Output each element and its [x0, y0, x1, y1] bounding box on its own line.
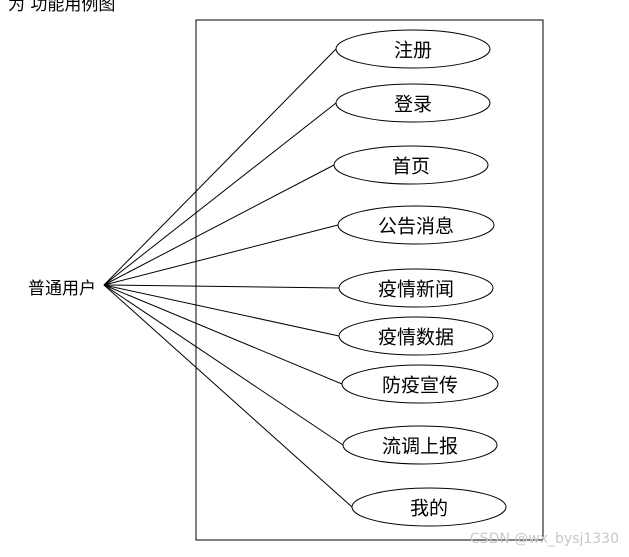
- association-line: [103, 284, 340, 337]
- association-line: [103, 284, 343, 385]
- association-line: [103, 102, 337, 286]
- system-boundary: [195, 19, 544, 541]
- use-case-label: 防疫宣传: [381, 374, 458, 397]
- use-case-ellipse: [335, 29, 491, 69]
- use-case-ellipse: [338, 268, 494, 308]
- use-case-label: 疫情数据: [377, 326, 454, 349]
- use-case-label: 流调上报: [381, 435, 458, 458]
- use-case-ellipse: [351, 487, 507, 527]
- use-case-ellipse: [337, 205, 495, 245]
- use-case-ellipse: [333, 145, 489, 185]
- actor-label: 普通用户: [28, 279, 96, 299]
- use-case-ellipses: [333, 29, 507, 527]
- use-case-label: 疫情新闻: [377, 278, 454, 301]
- association-line: [103, 48, 337, 286]
- association-line: [103, 284, 344, 446]
- use-case-ellipse: [335, 83, 491, 123]
- use-case-label: 首页: [391, 155, 430, 178]
- association-line: [103, 284, 353, 508]
- watermark: CSDN @wx_bysj1330: [469, 531, 619, 547]
- association-line: [103, 224, 339, 286]
- association-line: [103, 284, 340, 289]
- use-case-label: 注册: [393, 39, 432, 62]
- association-lines: [103, 48, 353, 508]
- use-case-ellipse: [341, 364, 499, 404]
- use-case-label: 公告消息: [377, 215, 454, 238]
- top-caption: 为 功能用例图: [8, 0, 116, 15]
- use-case-label: 我的: [409, 497, 448, 520]
- association-line: [103, 164, 335, 286]
- use-case-ellipse: [338, 316, 494, 356]
- use-case-ellipse: [342, 425, 498, 465]
- use-case-label: 登录: [393, 93, 432, 116]
